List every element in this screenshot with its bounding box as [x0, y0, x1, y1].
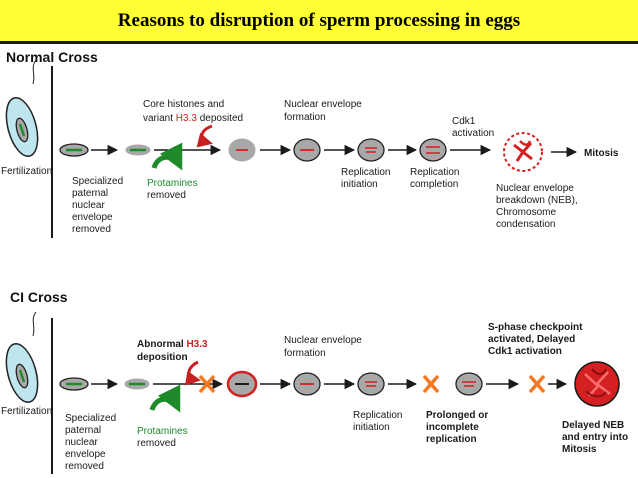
egg-cell-icon [5, 59, 39, 157]
ci-sperm-chromatin [18, 369, 26, 383]
cdk1-label: Cdk1 activation [452, 111, 494, 139]
prolonged-label: Prolonged or incomplete replication [426, 405, 493, 445]
fertilization-label: Fertilization [1, 166, 52, 177]
sperm-tail [32, 59, 37, 85]
ci-fertilization-label: Fertilization [1, 406, 52, 417]
normal-cross-heading: Normal Cross [6, 49, 98, 65]
block-x-icon-1 [198, 374, 216, 394]
rep-init-label: Replication initiation [341, 162, 395, 190]
title-bar: Reasons to disruption of sperm processin… [0, 0, 638, 44]
condensed-chromosomes-icon [503, 132, 543, 172]
histones-label-line1: Core histones and [143, 99, 224, 110]
abnormal-h33-label-line2: deposition [137, 352, 188, 363]
ci-rep-init-label: Replication initiation [353, 405, 407, 433]
block-x-icon-3 [528, 374, 546, 394]
ci-protamine-removal-arrow-icon [149, 384, 181, 413]
normal-cross-section: Normal Cross Fertilization Specialized p… [1, 49, 619, 238]
ci-histone-deposition-arrow-icon [184, 360, 201, 386]
delayed-neb-chromosomes-icon [574, 361, 620, 407]
delayed-neb-label: Delayed NEB and entry into Mitosis [562, 415, 633, 455]
block-x-icon-2 [422, 374, 440, 394]
ci-sperm-tail [32, 311, 37, 337]
ci-cross-section: CI Cross Fertilization Specialized pater… [1, 289, 633, 474]
ci-egg-cell-icon [5, 311, 39, 403]
ci-ne-formation-label: Nuclear envelope formation [284, 330, 366, 359]
nucleus-rep-init [357, 138, 385, 162]
ci-nucleus-rep-init [357, 372, 385, 396]
specialized-envelope-label: Specialized paternal nuclear envelope re… [72, 171, 128, 235]
protamine-removal-arrow-icon [151, 142, 183, 171]
histone-deposition-arrow-icon [196, 124, 213, 148]
ci-protamines-label: Protamines [137, 426, 188, 437]
checkpoint-label: S-phase checkpoint activated, Delayed Cd… [488, 317, 587, 357]
protamines-label: Protamines [147, 178, 198, 189]
histones-label-line2: variant H3.3 deposited [143, 113, 243, 124]
ci-specialized-envelope-label: Specialized paternal nuclear envelope re… [65, 408, 121, 472]
ne-formation-label: Nuclear envelope formation [284, 94, 366, 123]
abnormal-h33-label-line1: Abnormal H3.3 [137, 339, 208, 350]
neb-label: Nuclear envelope breakdown (NEB), Chromo… [496, 178, 582, 230]
ci-protamines-removed-label: removed [137, 438, 176, 449]
ci-nucleus-prolonged [455, 372, 483, 396]
ci-cross-heading: CI Cross [10, 289, 68, 305]
protamines-removed-label: removed [147, 190, 186, 201]
sperm-chromatin [18, 123, 26, 137]
nucleus-rep-complete [419, 138, 447, 162]
mitosis-label: Mitosis [584, 148, 619, 159]
rep-complete-label: Replication completion [410, 162, 464, 190]
page-title: Reasons to disruption of sperm processin… [117, 9, 521, 31]
